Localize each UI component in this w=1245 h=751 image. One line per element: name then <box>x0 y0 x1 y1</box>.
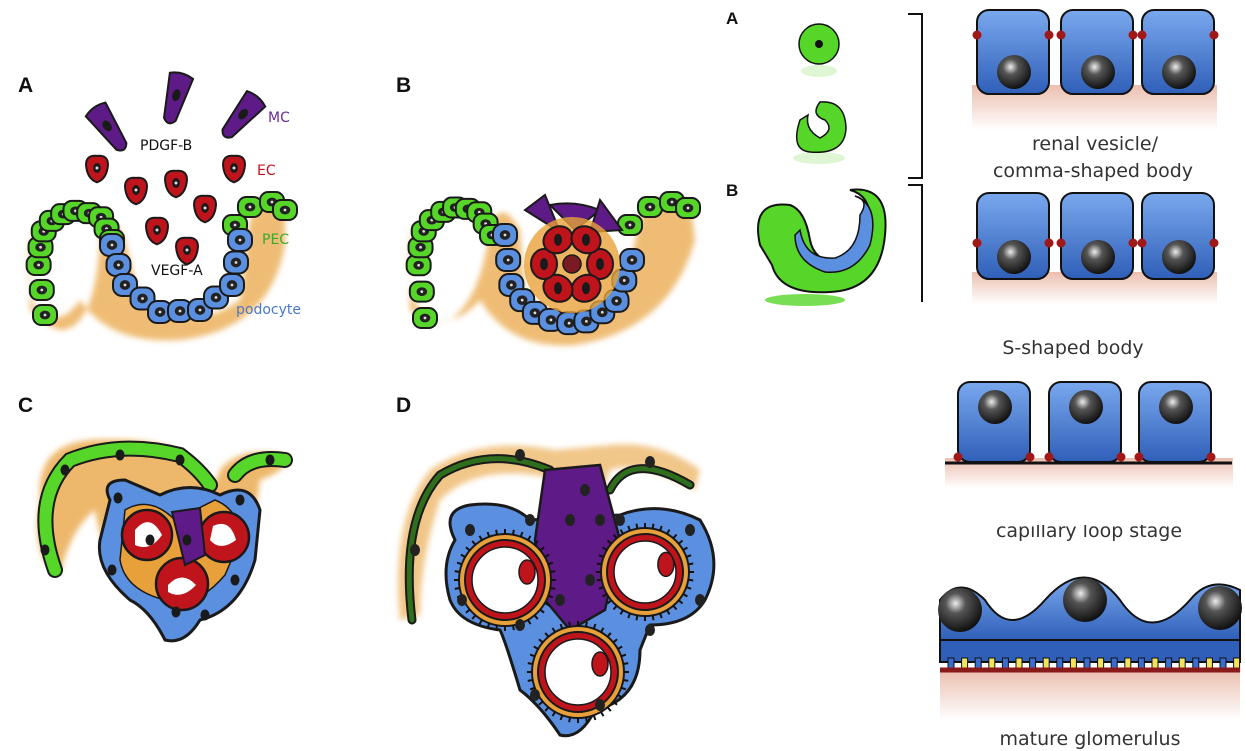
nucleus <box>685 524 695 536</box>
podocyte-cell <box>107 254 131 276</box>
pec-cell <box>638 197 662 217</box>
podocyte-block <box>1057 193 1138 279</box>
nucleus <box>645 624 655 636</box>
pec-cell <box>238 197 262 217</box>
panel-b: B <box>396 74 700 345</box>
nucleus <box>595 514 605 526</box>
podocyte-cell <box>228 229 252 251</box>
mesangial-cell <box>157 70 194 126</box>
nucleus <box>41 545 50 556</box>
endothelial-cell <box>176 238 198 265</box>
caption-s-shaped: S-shaped body <box>1002 337 1143 359</box>
endothelial-cell <box>165 171 187 198</box>
podocyte-cell <box>224 252 248 274</box>
nucleus <box>114 493 123 504</box>
nucleus <box>146 535 155 546</box>
mesangial-cell <box>84 101 133 157</box>
endothelial-cell <box>86 156 108 183</box>
mesangial-cell <box>215 89 266 144</box>
pec-cell <box>618 215 642 235</box>
pec-cell <box>33 305 57 325</box>
nucleus <box>108 565 117 576</box>
podocyte-block <box>1045 382 1126 462</box>
nucleus <box>61 465 70 476</box>
caption-renal-2: comma-shaped body <box>993 160 1193 182</box>
pec-cell <box>410 282 434 302</box>
panel-d-label: D <box>396 394 411 417</box>
pec-cell <box>273 200 297 220</box>
nucleus <box>595 699 605 711</box>
podocyte-block <box>1057 10 1138 94</box>
right-label-b: B <box>726 181 738 200</box>
podocyte-block <box>954 382 1035 462</box>
endothelial-cell <box>223 156 245 183</box>
right-label-a: A <box>726 9 738 28</box>
capillary-cluster-b <box>524 195 622 313</box>
bracket-b <box>908 185 922 302</box>
nucleus <box>515 449 525 461</box>
panel-a: A PDGF-B MC EC PEC VEGF-A podocyte <box>18 70 301 340</box>
podocyte-cell <box>620 249 644 271</box>
podocyte-block <box>1138 193 1219 279</box>
nucleus <box>231 575 240 586</box>
panel-c: C <box>18 394 286 641</box>
panel-a-label: A <box>18 74 33 97</box>
podocyte-stage-capillary-loop: capillary loop stage <box>945 382 1235 542</box>
nucleus <box>565 514 575 526</box>
pec-cell <box>413 308 437 328</box>
comma-shaped-body <box>797 102 846 152</box>
podocyte-cell <box>100 234 124 256</box>
mc-label: MC <box>268 110 290 126</box>
podocyte-block <box>973 193 1054 279</box>
nucleus <box>183 535 192 546</box>
nucleus <box>530 689 540 701</box>
pec-label: PEC <box>262 232 289 248</box>
podocyte-cell <box>220 274 244 296</box>
nucleus <box>172 607 181 618</box>
podocyte-block <box>973 10 1054 94</box>
nucleus <box>615 514 625 526</box>
panel-b-label: B <box>396 74 411 97</box>
vegf-label: VEGF-A <box>151 263 203 279</box>
podocyte-stage-s-shaped: S-shaped body <box>972 193 1219 359</box>
endothelial-cell <box>194 196 216 223</box>
nucleus <box>176 455 185 466</box>
panel-d: D <box>396 394 714 736</box>
podocyte-cell <box>493 224 517 246</box>
pdgf-label: PDGF-B <box>140 138 192 154</box>
nucleus <box>201 610 210 621</box>
bracket-a <box>908 14 922 178</box>
caption-mature: mature glomerulus <box>999 728 1180 750</box>
podocyte-stage-renal-vesicle: renal vesicle/ comma-shaped body <box>972 10 1219 182</box>
nucleus <box>525 514 535 526</box>
nucleus <box>555 594 565 606</box>
nucleus <box>515 619 525 631</box>
nucleus <box>236 495 245 506</box>
nucleus <box>585 574 595 586</box>
podocyte-stage-mature: mature glomerulus <box>938 575 1242 750</box>
endothelial-cell <box>146 218 168 245</box>
podocyte-cell <box>496 249 520 271</box>
pec-cell <box>30 280 54 300</box>
nucleus <box>580 484 590 496</box>
endothelial-cell <box>125 178 147 205</box>
panel-c-label: C <box>18 394 33 417</box>
nucleus <box>266 455 275 466</box>
nucleus <box>645 456 655 468</box>
nucleus <box>457 594 467 606</box>
podocyte-block <box>1138 10 1219 94</box>
right-figure: A B renal vesicle/ comma-shaped body S-s… <box>726 9 1242 750</box>
caption-renal-1: renal vesicle/ <box>1032 133 1159 155</box>
nucleus <box>410 544 420 556</box>
nucleus <box>695 594 705 606</box>
podocyte-block <box>1135 382 1216 462</box>
pec-cell <box>676 198 700 218</box>
podocyte-label: podocyte <box>236 302 301 318</box>
ec-label: EC <box>257 163 276 179</box>
nucleus <box>116 450 125 461</box>
nucleus <box>465 524 475 536</box>
